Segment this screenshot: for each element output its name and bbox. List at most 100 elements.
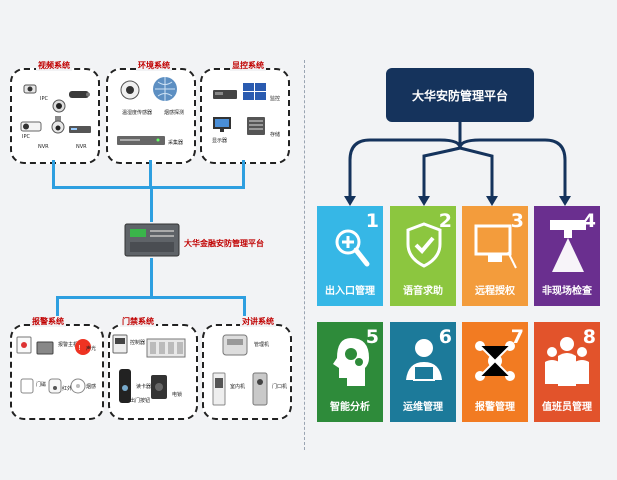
connection-line [150, 258, 153, 298]
device-label: 门磁 [36, 382, 47, 388]
ceiling-camera-icon [550, 220, 586, 272]
card-reader-icon [118, 368, 132, 408]
video-system-title: 视频系统 [36, 60, 72, 71]
connection-line [149, 160, 152, 188]
alarm-host-icon [16, 336, 32, 358]
environment-system-box [106, 68, 196, 164]
tile-number: 4 [582, 210, 596, 232]
platform-title: 大华安防管理平台 [386, 68, 534, 122]
device-label: 门口机 [272, 384, 288, 390]
device-label: 显示器 [212, 138, 228, 144]
device-label: 温湿度传感器 [122, 110, 153, 116]
tile-label: 报警管理 [475, 402, 515, 413]
access-controller-icon [112, 334, 128, 358]
tile-number: 2 [438, 210, 452, 232]
tile-alarm-management[interactable]: 7 报警管理 [462, 322, 528, 422]
connection-line [56, 296, 59, 326]
tile-offsite-inspection[interactable]: 4 非现场检查 [534, 206, 600, 306]
management-console-icon [222, 334, 248, 360]
tile-label: 出入口管理 [325, 286, 375, 297]
network-people-icon [475, 341, 515, 381]
tile-label: 智能分析 [330, 402, 370, 413]
tile-number: 6 [438, 326, 452, 348]
shield-check-icon [406, 222, 442, 268]
tile-number: 1 [365, 210, 379, 232]
device-label: 烟感 [86, 384, 97, 390]
connection-line [52, 160, 55, 188]
bullet-camera-icon [68, 86, 92, 105]
device-label: 报警主机 [58, 342, 79, 348]
dome-camera-icon [52, 98, 66, 117]
device-label: 电锁 [172, 392, 183, 398]
tile-number: 5 [365, 326, 379, 348]
tile-label: 值班员管理 [542, 402, 592, 413]
fisheye-camera-icon [120, 80, 140, 104]
device-label: 室内机 [230, 384, 246, 390]
monitor-icon [474, 224, 517, 269]
head-gears-icon [333, 338, 369, 386]
speed-dome-icon [50, 116, 66, 138]
storage-icon [246, 116, 266, 140]
section-divider [304, 60, 305, 450]
tile-number: 7 [510, 326, 524, 348]
keypad-icon [36, 340, 54, 359]
svg-text:!: ! [78, 344, 81, 352]
center-platform-label: 大华金融安防管理平台 [184, 239, 264, 248]
ptz-camera-icon [22, 82, 40, 101]
device-label: 采集器 [168, 140, 184, 146]
tile-label: 非现场检查 [542, 286, 592, 297]
tile-label: 语音求助 [403, 286, 443, 297]
smoke-detector-icon [70, 378, 86, 398]
tile-smart-analysis[interactable]: 5 智能分析 [317, 322, 383, 422]
tile-number: 8 [582, 326, 596, 348]
decoder-icon [212, 86, 238, 105]
strobe-siren-icon: ! [74, 338, 92, 360]
device-label: 监控 [270, 96, 281, 102]
device-label: IPC [22, 134, 30, 140]
display-system-title: 显控系统 [230, 60, 266, 71]
door-station-icon [252, 372, 268, 410]
tile-entrance-management[interactable]: 1 出入口管理 [317, 206, 383, 306]
tile-voice-help[interactable]: 2 语音求助 [390, 206, 456, 306]
connection-line [56, 296, 246, 299]
connection-line [242, 160, 245, 188]
platform-server-icon [124, 222, 180, 262]
nvr-icon [68, 120, 92, 139]
magnifier-plus-icon [335, 229, 370, 267]
device-label: NVR [76, 144, 87, 150]
intercom-system-title: 对讲系统 [240, 316, 276, 327]
indoor-unit-icon [212, 372, 226, 410]
access-system-title: 门禁系统 [120, 316, 156, 327]
tile-remote-authorization[interactable]: 3 远程授权 [462, 206, 528, 306]
tile-label: 远程授权 [475, 286, 515, 297]
tile-number: 3 [510, 210, 524, 232]
device-label: IPC [40, 96, 48, 102]
device-label: NVR [38, 144, 49, 150]
monitor-icon [212, 116, 232, 138]
exit-button-icon [150, 374, 168, 404]
tile-duty-officer-management[interactable]: 8 值班员管理 [534, 322, 600, 422]
device-label: 红外 [62, 386, 73, 392]
tile-operations-management[interactable]: 6 运维管理 [390, 322, 456, 422]
collector-rack-icon [116, 132, 166, 151]
box-camera-icon [20, 118, 44, 137]
environment-system-title: 环境系统 [136, 60, 172, 71]
staff-group-icon [545, 337, 589, 386]
device-label: 管理机 [254, 342, 270, 348]
device-label: 存储 [270, 132, 281, 138]
device-label: 控制器 [130, 340, 146, 346]
alarm-system-title: 报警系统 [30, 316, 66, 327]
branch-arrows [344, 122, 571, 206]
connection-line [150, 186, 153, 222]
tile-label: 运维管理 [403, 402, 443, 413]
device-label: 出门按钮 [130, 398, 151, 404]
door-contact-icon [20, 378, 34, 398]
connection-line [243, 296, 246, 326]
world-sensor-icon [152, 76, 178, 106]
infrared-detector-icon [48, 378, 62, 398]
din-module-icon [146, 338, 186, 364]
connection-line [52, 186, 245, 189]
device-label: 声光 [86, 346, 97, 352]
device-label: 读卡器 [136, 384, 152, 390]
operator-icon [406, 339, 442, 381]
